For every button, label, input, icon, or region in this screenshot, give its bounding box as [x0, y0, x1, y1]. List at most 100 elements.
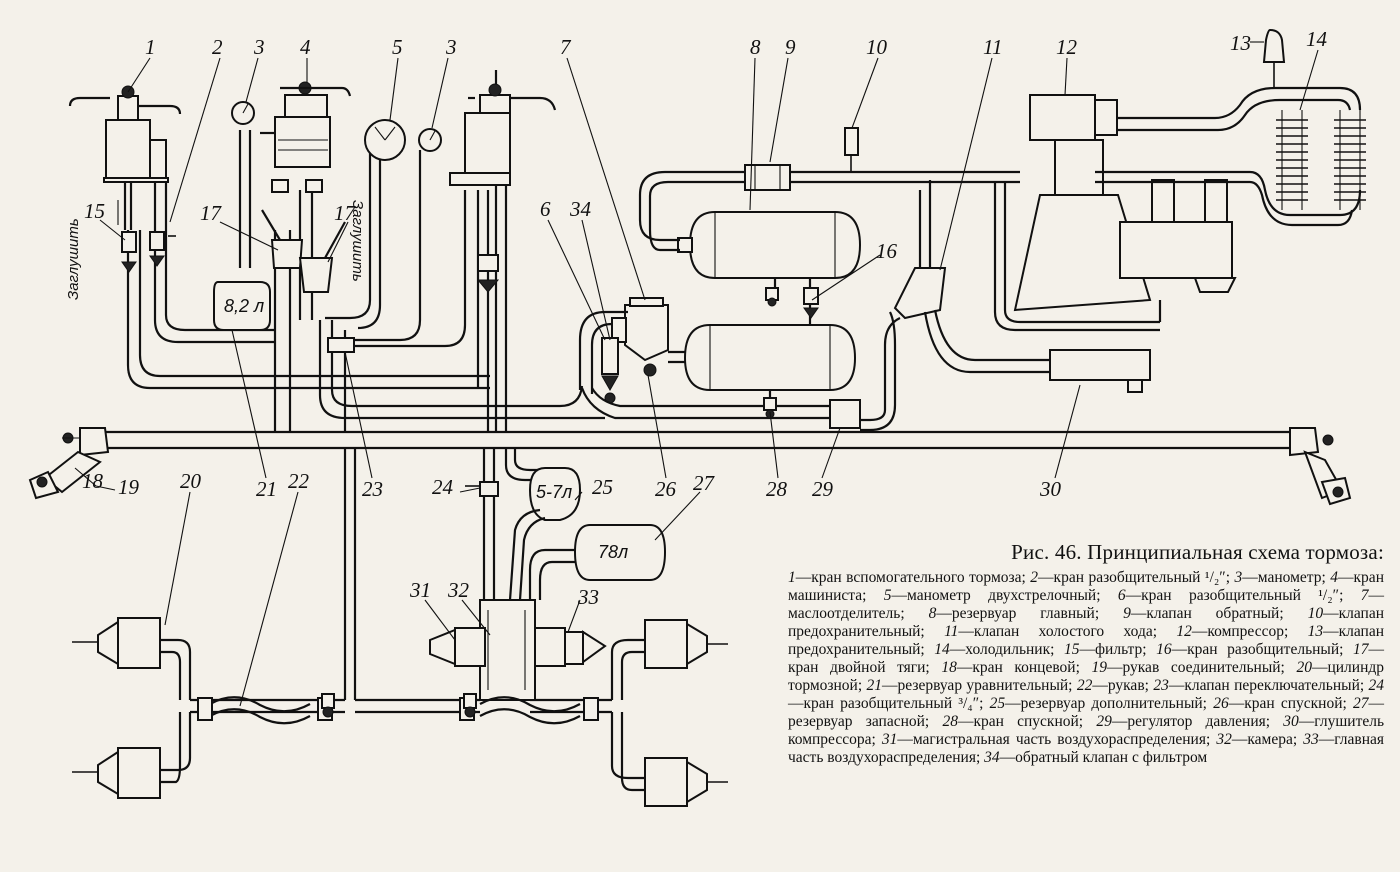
legend-key: 18 — [941, 659, 957, 676]
legend-text: обратный клапан с фильтром — [1015, 749, 1208, 766]
lower-line-cocks — [321, 693, 477, 718]
figure-title: Рис. 46. Принципиальная схема тормоза: — [1011, 540, 1384, 564]
callout-9: 9 — [785, 35, 796, 59]
callout-26: 26 — [655, 477, 677, 501]
legend-entry: 18—кран концевой; — [941, 659, 1080, 676]
brake-hose-left — [197, 696, 333, 725]
callout-17b: 17 — [334, 201, 357, 225]
callout-31: 31 — [409, 578, 431, 602]
brake-cylinder-top-left — [72, 617, 192, 700]
callout-6: 6 — [540, 197, 551, 221]
filter-and-valve — [121, 231, 176, 273]
volume-label-21: 8,2 л — [224, 296, 264, 316]
brake-cylinder-bottom-right — [610, 712, 728, 807]
legend-key: 10 — [1307, 605, 1324, 622]
legend-entry: 7—маслоотделитель; — [788, 587, 1385, 622]
callout-34: 34 — [569, 197, 592, 221]
legend-entry: 5—манометр двухстрелочный; — [883, 587, 1101, 604]
legend-entry: 29—регулятор давления; — [1096, 713, 1271, 730]
end-valve-right — [1289, 427, 1352, 506]
callout-29: 29 — [812, 477, 834, 501]
legend-text: клапан холостого хода; — [973, 623, 1158, 640]
legend-text: резервуар главный; — [951, 605, 1100, 622]
legend-entry: 10—клапан предохранительный; — [788, 605, 1385, 640]
legend-key: 12 — [1176, 623, 1192, 640]
callout-24: 24 — [432, 475, 454, 499]
callout-13: 13 — [1230, 31, 1251, 55]
legend-entry: 1—кран вспомогательного тормоза; — [788, 569, 1026, 586]
legend-entry: 6—кран разобщительный ¹/₂″; — [1117, 587, 1344, 604]
legend-entry: 31—магистральная часть воздухораспределе… — [881, 731, 1211, 748]
callout-5: 5 — [392, 35, 403, 59]
legend-text: резервуар дополнительный; — [1020, 695, 1207, 712]
legend-text: клапан обратный; — [1146, 605, 1284, 622]
legend-entry: 4—кран машиниста; — [788, 569, 1384, 604]
legend-entry: 27—резервуар запасной; — [788, 695, 1385, 730]
legend-key: 5 — [883, 587, 892, 604]
callout-4: 4 — [300, 35, 311, 59]
legend-entry: 21—резервуар уравнительный; — [866, 677, 1073, 694]
callout-19: 19 — [118, 475, 140, 499]
legend-text: резервуар уравнительный; — [897, 677, 1073, 694]
left-pipes — [126, 70, 605, 700]
callout-20: 20 — [180, 469, 202, 493]
legend-text: маслоотделитель; — [788, 605, 905, 622]
legend-key: 29 — [1096, 713, 1112, 730]
legend-text: кран разобщительный ³/₄″; — [803, 695, 984, 712]
callout-28: 28 — [766, 477, 788, 501]
legend-entry: 25—резервуар дополнительный; — [989, 695, 1207, 712]
legend-key: 17 — [1353, 641, 1369, 658]
legend-key: 32 — [1216, 731, 1232, 748]
legend-entry: 26—кран спускной; — [1213, 695, 1347, 712]
brake-main-line — [95, 430, 1295, 450]
legend-key: 27 — [1353, 695, 1369, 712]
drain-cocks — [763, 287, 819, 419]
legend-key: 28 — [942, 713, 958, 730]
callout-32: 32 — [447, 578, 470, 602]
legend-entry: 24—кран разобщительный ³/₄″; — [788, 677, 1385, 712]
callout-16: 16 — [876, 239, 898, 263]
main-reservoir-lower — [683, 324, 857, 391]
callout-21: 21 — [256, 477, 277, 501]
isolating-cock-24 — [465, 481, 499, 497]
callout-12: 12 — [1056, 35, 1078, 59]
duplex-gauge — [364, 119, 406, 161]
legend-entry: 23—клапан переключательный; — [1153, 677, 1365, 694]
cooler — [1195, 28, 1366, 227]
legend-entry: 32—камера; — [1216, 731, 1298, 748]
legend: 1—кран вспомогательного тормоза; 2—кран … — [788, 569, 1384, 767]
aux-brake-valve — [68, 85, 182, 230]
legend-entry: 34—обратный клапан с фильтром — [984, 749, 1208, 766]
legend-key: 1 — [788, 569, 796, 586]
end-valve-left — [28, 427, 110, 500]
legend-key: 19 — [1091, 659, 1107, 676]
legend-text: манометр; — [1257, 569, 1326, 586]
legend-key: 16 — [1156, 641, 1172, 658]
legend-text: кран разобщительный ¹/₂″; — [1053, 569, 1231, 586]
legend-text: клапан переключательный; — [1184, 677, 1365, 694]
legend-text: фильтр; — [1095, 641, 1147, 658]
callout-11: 11 — [983, 35, 1002, 59]
callout-25: 25 — [592, 475, 613, 499]
legend-key: 23 — [1153, 677, 1169, 694]
callout-3b: 3 — [445, 35, 457, 59]
callout-3a: 3 — [253, 35, 265, 59]
callout-2: 2 — [212, 35, 223, 59]
drivers-valve — [260, 81, 352, 193]
legend-key: 34 — [984, 749, 1000, 766]
legend-key: 13 — [1307, 623, 1324, 640]
legend-key: 22 — [1076, 677, 1093, 694]
legend-entry: 28—кран спускной; — [942, 713, 1084, 730]
legend-key: 3 — [1234, 569, 1243, 586]
distributor-chamber — [429, 599, 607, 701]
double-traction-valve-right — [298, 221, 346, 293]
legend-text: холодильник; — [965, 641, 1055, 658]
legend-entry: 8—резервуар главный; — [928, 605, 1100, 622]
gauge-right — [418, 128, 442, 152]
legend-key: 33 — [1303, 731, 1319, 748]
legend-text: кран спускной; — [1244, 695, 1347, 712]
driver-valve-right — [449, 83, 557, 293]
legend-key: 4 — [1330, 569, 1339, 586]
legend-text: камера; — [1247, 731, 1298, 748]
